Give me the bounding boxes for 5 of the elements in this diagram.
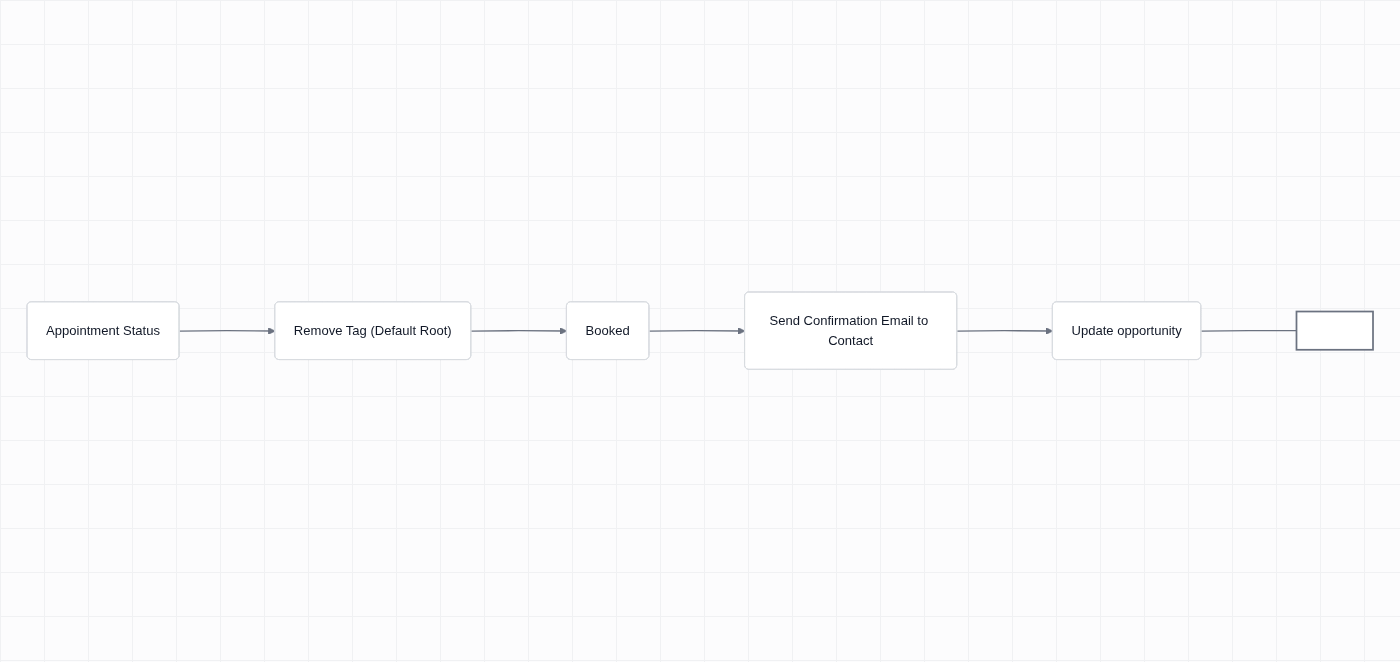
arrow bbox=[178, 327, 276, 336]
arrow bbox=[470, 327, 568, 336]
arrow bbox=[956, 327, 1054, 336]
node-box bbox=[1295, 311, 1374, 351]
arrow bbox=[648, 327, 746, 336]
